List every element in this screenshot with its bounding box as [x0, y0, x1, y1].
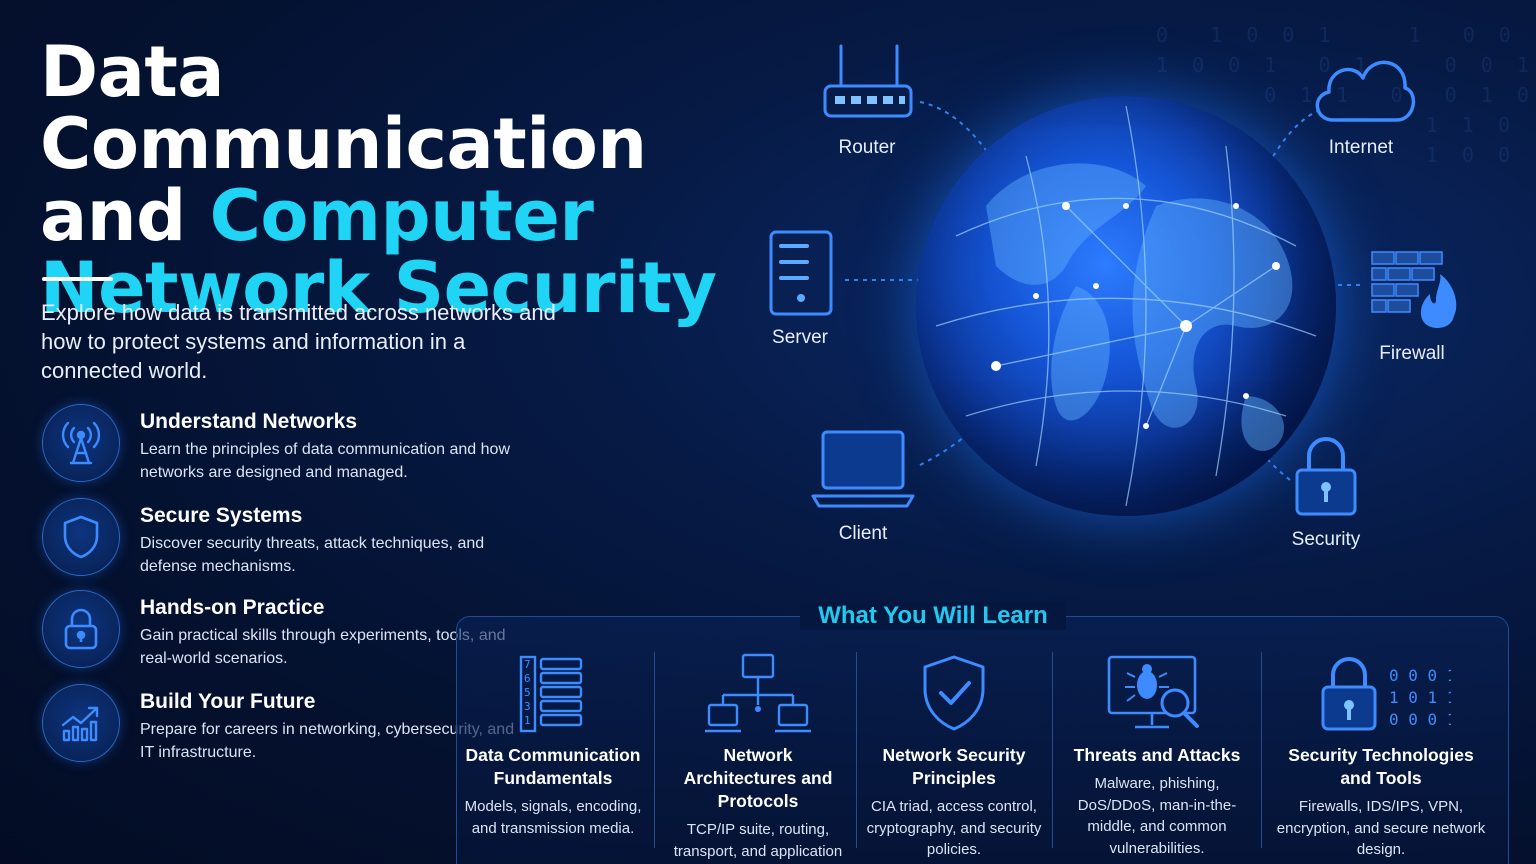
cloud-icon — [1315, 60, 1416, 122]
shield-icon — [42, 498, 120, 576]
globe-icon — [916, 96, 1336, 516]
svg-text:1 0 1 1: 1 0 1 1 — [1389, 688, 1451, 707]
svg-text:6: 6 — [524, 672, 531, 685]
feature-title: Build Your Future — [140, 690, 316, 713]
svg-text:3: 3 — [524, 700, 531, 713]
laptop-icon — [811, 430, 915, 508]
security-label: Security — [1291, 529, 1361, 550]
topic-description: CIA triad, access control, cryptography,… — [866, 798, 1042, 858]
router-icon — [823, 44, 913, 118]
firewall-label: Firewall — [1379, 343, 1445, 364]
shield-check-icon — [864, 648, 1044, 738]
feature-title: Secure Systems — [140, 504, 303, 527]
lock-binary-icon: 0 0 0 1 1 0 1 1 0 0 0 1 — [1276, 648, 1486, 738]
lock-icon — [42, 590, 120, 668]
router-label: Router — [838, 137, 896, 158]
feature-secure-systems: Secure Systems Discover security threats… — [40, 496, 500, 586]
title-line-2-highlight: Computer — [209, 175, 594, 257]
title-line-3: Network Security — [40, 247, 717, 329]
learn-panel — [456, 616, 1509, 864]
learn-heading: What You Will Learn — [800, 602, 1066, 630]
padlock-icon — [1295, 437, 1357, 516]
server-icon — [769, 230, 833, 316]
firewall-node: Firewall — [1360, 248, 1464, 365]
network-topology-icon — [666, 648, 850, 738]
svg-text:0 0 0 1: 0 0 0 1 — [1389, 710, 1451, 729]
topic-description: Firewalls, IDS/IPS, VPN, encryption, and… — [1276, 798, 1486, 858]
page-title: Data Communication and Computer Network … — [40, 36, 780, 324]
title-line-2-prefix: and — [40, 175, 210, 257]
feature-title: Hands-on Practice — [140, 596, 325, 619]
svg-text:7: 7 — [524, 658, 531, 671]
router-node: Router — [812, 40, 922, 159]
internet-label: Internet — [1328, 137, 1394, 158]
topic-description: Models, signals, encoding, and transmiss… — [464, 798, 642, 837]
topic-title: Threats and Attacks — [1073, 745, 1241, 765]
svg-text:5: 5 — [524, 686, 531, 699]
topic-security-technologies: 0 0 0 1 1 0 1 1 0 0 0 1 Security Technolog… — [1276, 648, 1486, 861]
server-label: Server — [772, 327, 828, 348]
feature-description: Prepare for careers in networking, cyber… — [140, 721, 515, 761]
growth-chart-icon — [42, 684, 120, 762]
server-node: Server — [760, 228, 840, 349]
svg-text:0 0 0 1: 0 0 0 1 — [1389, 666, 1451, 685]
topic-divider — [654, 652, 655, 848]
radio-tower-icon — [42, 404, 120, 482]
feature-hands-on-practice: Hands-on Practice Gain practical skills … — [40, 588, 506, 678]
internet-node: Internet — [1300, 40, 1422, 159]
feature-description: Gain practical skills through experiment… — [140, 627, 506, 667]
topic-network-security-principles: Network Security Principles CIA triad, a… — [864, 648, 1044, 861]
topic-divider — [856, 652, 857, 848]
topic-network-architectures: Network Architectures and Protocols TCP/… — [666, 648, 850, 864]
security-node: Security — [1278, 432, 1374, 551]
svg-text:1: 1 — [524, 714, 531, 727]
title-line-1: Data Communication — [40, 31, 647, 185]
topic-divider — [1052, 652, 1053, 848]
topic-description: TCP/IP suite, routing, transport, and ap… — [673, 821, 843, 860]
feature-understand-networks: Understand Networks Learn the principles… — [40, 402, 510, 492]
feature-build-your-future: Build Your Future Prepare for careers in… — [40, 682, 514, 772]
topic-divider — [1261, 652, 1262, 848]
topic-title: Data Communication Fundamentals — [465, 745, 641, 788]
topic-title: Network Architectures and Protocols — [683, 745, 833, 811]
client-node: Client — [808, 426, 918, 545]
feature-description: Learn the principles of data communicati… — [140, 441, 510, 481]
topic-description: Malware, phishing, DoS/DDoS, man-in-the-… — [1077, 775, 1237, 857]
feature-title: Understand Networks — [140, 410, 358, 433]
intro-text: Explore how data is transmitted across n… — [41, 300, 556, 383]
topic-threats-and-attacks: Threats and Attacks Malware, phishing, D… — [1058, 648, 1256, 859]
client-label: Client — [838, 523, 888, 544]
network-illustration: Router Internet Server Firewall — [760, 0, 1536, 600]
topic-title: Network Security Principles — [882, 745, 1026, 788]
topic-title: Security Technologies and Tools — [1288, 745, 1474, 788]
firewall-icon — [1371, 251, 1457, 328]
bug-monitor-icon — [1058, 648, 1256, 738]
title-divider — [42, 277, 113, 281]
feature-description: Discover security threats, attack techni… — [140, 535, 485, 575]
